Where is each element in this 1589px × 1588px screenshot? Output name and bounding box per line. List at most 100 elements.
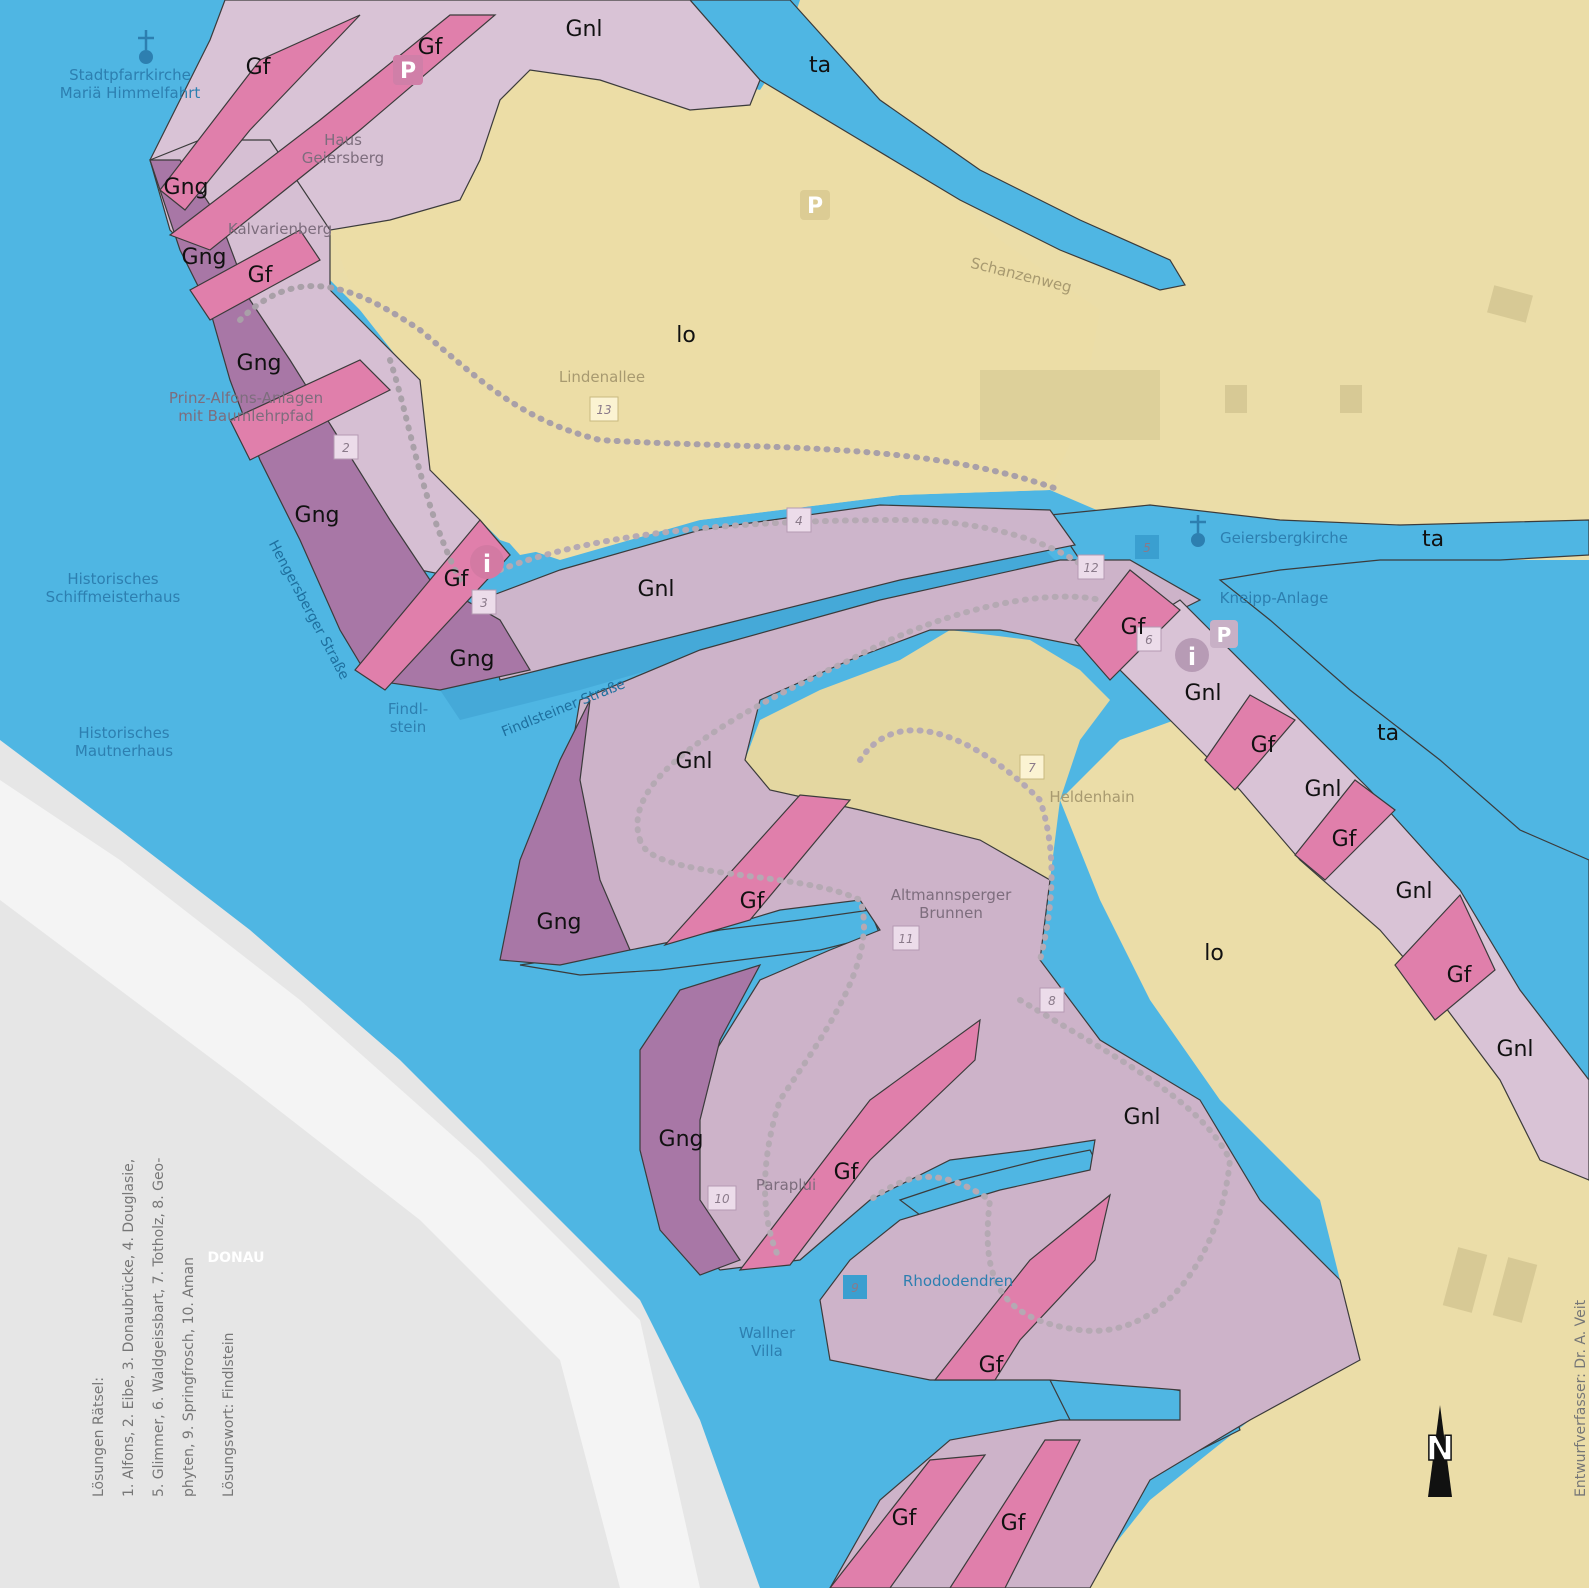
label-stadtpfarrkirche: Stadtpfarrkirche xyxy=(69,66,191,84)
unit-gnl: Gnl xyxy=(637,577,674,602)
building-1 xyxy=(1487,285,1533,323)
label-brunnen: Brunnen xyxy=(919,904,983,922)
parking-icon: P xyxy=(1210,620,1238,648)
unit-lo: lo xyxy=(676,323,696,348)
label-findl: Findl- xyxy=(388,700,428,718)
unit-lo: lo xyxy=(1204,941,1224,966)
marker-4: 4 xyxy=(786,507,812,533)
marker-7: 7 xyxy=(1019,754,1045,780)
footpath-south xyxy=(637,837,1234,1334)
gf-dyke-8 xyxy=(1204,694,1296,791)
unit-gf: Gf xyxy=(1332,827,1358,852)
svg-text:9: 9 xyxy=(851,1281,859,1295)
svg-text:P: P xyxy=(400,59,416,84)
label-villa: Villa xyxy=(751,1342,783,1360)
svg-text:8: 8 xyxy=(1048,994,1056,1008)
label-paraplui: Paraplui xyxy=(756,1176,816,1194)
unit-ta: ta xyxy=(1377,721,1399,746)
loess-area-heldenhain xyxy=(745,630,1110,880)
gf-dyke-9 xyxy=(1294,779,1396,881)
label-geiersberg: Geiersberg xyxy=(302,149,384,167)
ta-channel-north xyxy=(689,0,1186,291)
label-schiffmeisterhaus-1: Historisches xyxy=(67,570,158,588)
label-altmannsperger: Altmannsperger xyxy=(891,886,1012,904)
building-6 xyxy=(980,370,1160,440)
unit-gf: Gf xyxy=(1447,963,1473,988)
gf-dyke-10 xyxy=(1394,893,1496,1021)
church-icon xyxy=(1190,515,1206,547)
label-stein: stein xyxy=(390,718,427,736)
svg-text:phyten, 9. Springfrosch, 10. A: phyten, 9. Springfrosch, 10. Aman xyxy=(181,1257,197,1497)
gf-dyke-14 xyxy=(949,1439,1081,1588)
info-icon: i xyxy=(470,545,504,579)
unit-gf: Gf xyxy=(246,55,272,80)
svg-text:6: 6 xyxy=(1145,633,1153,647)
marker-13: 13 xyxy=(589,396,619,422)
unit-gnl: Gnl xyxy=(1184,681,1221,706)
gf-dyke-7 xyxy=(1074,569,1181,681)
building-2 xyxy=(1340,385,1362,413)
label-wallner: Wallner xyxy=(739,1324,796,1342)
unit-gnl: Gnl xyxy=(565,17,602,42)
loess-area-north xyxy=(330,55,1100,555)
svg-text:i: i xyxy=(483,550,491,578)
svg-text:1. Alfons, 2. Eibe, 3. Donaubr: 1. Alfons, 2. Eibe, 3. Donaubrücke, 4. D… xyxy=(121,1159,137,1497)
unit-gf: Gf xyxy=(892,1506,918,1531)
gf-dyke-3 xyxy=(189,229,321,321)
unit-gf: Gf xyxy=(979,1353,1005,1378)
svg-text:4: 4 xyxy=(795,514,803,528)
svg-text:P: P xyxy=(807,194,823,219)
unit-gf: Gf xyxy=(1121,615,1147,640)
label-heldenhain: Heldenhain xyxy=(1049,788,1134,806)
unit-ta: ta xyxy=(809,53,831,78)
svg-text:Lösungen Rätsel:: Lösungen Rätsel: xyxy=(91,1377,107,1497)
parking-icon: P xyxy=(393,55,423,85)
unit-gng: Gng xyxy=(295,503,340,528)
svg-text:12: 12 xyxy=(1083,561,1098,575)
svg-text:Lösungswort: Findlstein: Lösungswort: Findlstein xyxy=(221,1333,237,1498)
unit-gnl: Gnl xyxy=(1123,1105,1160,1130)
svg-text:2: 2 xyxy=(342,441,350,455)
footpath-central xyxy=(497,516,1103,583)
unit-gnl: Gnl xyxy=(1304,777,1341,802)
label-mariae-himmelfahrt: Mariä Himmelfahrt xyxy=(60,84,201,102)
marker-10: 10 xyxy=(707,1185,737,1211)
unit-gnl: Gnl xyxy=(675,749,712,774)
svg-text:N: N xyxy=(1426,1429,1454,1469)
svg-text:11: 11 xyxy=(898,932,913,946)
unit-gf: Gf xyxy=(834,1160,860,1185)
author-credit: Entwurfverfasser: Dr. A. Veit xyxy=(1573,1299,1589,1497)
unit-gnl: Gnl xyxy=(1395,879,1432,904)
gng-band-south xyxy=(639,963,762,1276)
marker-3: 3 xyxy=(471,589,497,615)
gng-band-central xyxy=(499,699,631,966)
label-lindenallee: Lindenallee xyxy=(559,368,645,386)
marker-6: 6 xyxy=(1136,626,1162,652)
building-5 xyxy=(1492,1257,1538,1323)
footpath-north xyxy=(237,283,1063,493)
north-arrow-icon: N xyxy=(1425,1405,1455,1497)
svg-text:13: 13 xyxy=(596,403,611,417)
svg-text:5. Glimmer, 6. Waldgeissbart,: 5. Glimmer, 6. Waldgeissbart, 7. Totholz… xyxy=(151,1158,167,1497)
gf-dyke-6 xyxy=(663,794,852,947)
gf-dyke-11 xyxy=(738,1018,981,1271)
label-mautnerhaus-2: Mautnerhaus xyxy=(75,742,173,760)
marker-12: 12 xyxy=(1077,554,1105,580)
riverbank-road xyxy=(0,780,700,1588)
svg-text:10: 10 xyxy=(714,1192,730,1206)
unit-gng: Gng xyxy=(537,910,582,935)
building-3 xyxy=(1225,385,1247,413)
unit-gnl: Gnl xyxy=(1496,1037,1533,1062)
gf-dyke-13 xyxy=(829,1454,987,1588)
label-haus: Haus xyxy=(324,131,362,149)
gf-dyke-4 xyxy=(229,359,392,461)
gf-dyke-1 xyxy=(159,14,361,211)
ta-channel-findlsteiner xyxy=(440,545,1060,720)
label-baumlehrpfad: mit Baumlehrpfad xyxy=(178,407,314,425)
footpath-loop xyxy=(634,593,1103,963)
gf-dyke-12 xyxy=(933,1193,1111,1381)
label-mautnerhaus-1: Historisches xyxy=(78,724,169,742)
unit-gf: Gf xyxy=(1251,733,1277,758)
unit-gf: Gf xyxy=(248,263,274,288)
